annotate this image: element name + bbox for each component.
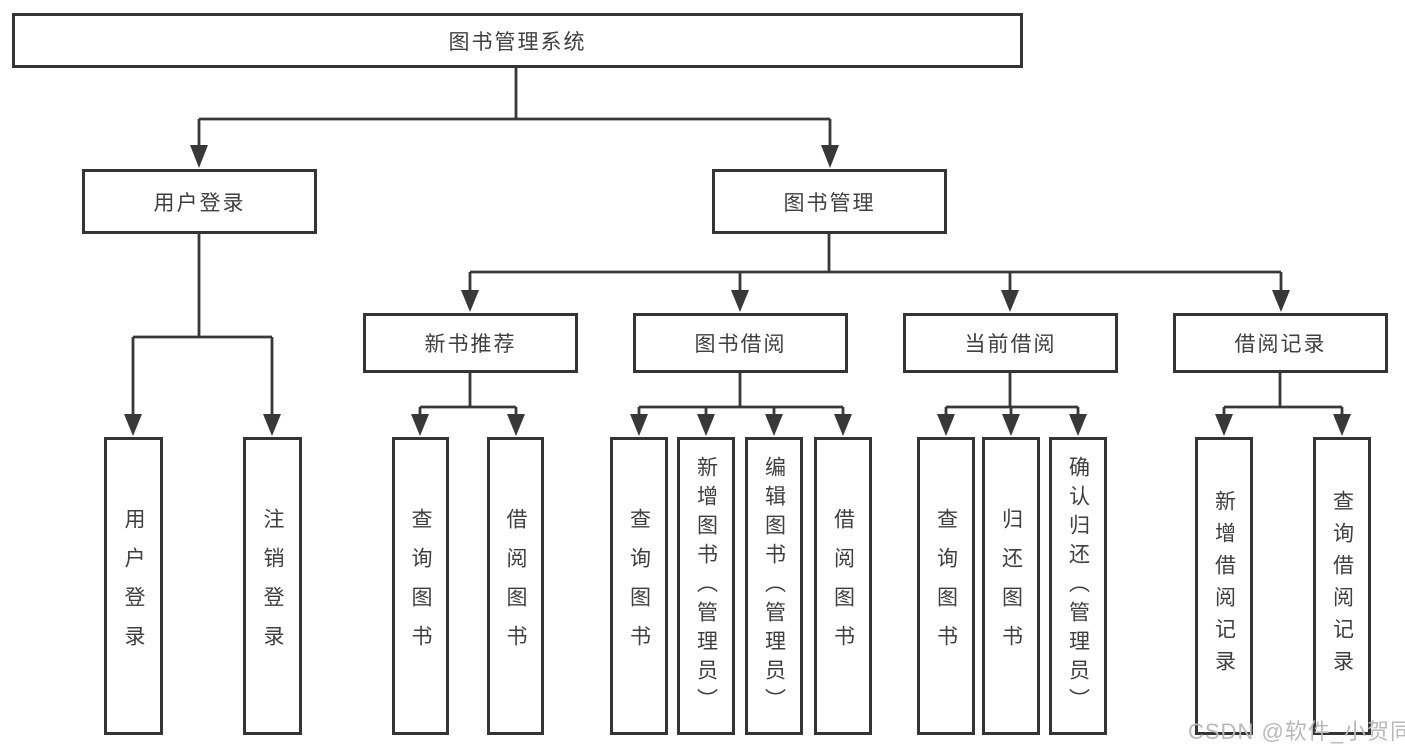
leaf-label: 新增借阅记录 (1212, 490, 1236, 682)
leaf-borrow-books-2: 借阅图书 (814, 437, 872, 735)
node-label: 用户登录 (153, 191, 246, 215)
leaf-label: 归还图书 (999, 508, 1023, 664)
connector-bookmgmt-to-categories (468, 234, 1283, 292)
node-book-management: 图书管理 (712, 169, 947, 234)
node-new-book-recommendation: 新书推荐 (363, 313, 578, 373)
arrow-icon (697, 414, 715, 436)
node-user-login: 用户登录 (82, 169, 317, 234)
leaf-label: 编辑图书（管理员） (762, 455, 786, 717)
leaf-label: 查询图书 (409, 508, 432, 664)
leaf-user-login: 用户登录 (104, 437, 163, 735)
node-book-borrowing: 图书借阅 (633, 313, 848, 373)
connector-borrow-branch (637, 372, 845, 418)
leaf-label: 查询图书 (934, 508, 958, 664)
arrow-icon (1272, 290, 1290, 312)
node-label: 借阅记录 (1234, 333, 1327, 356)
connector-root-to-level2 (197, 68, 832, 148)
connector-records-branch (1222, 372, 1344, 418)
leaf-query-books-3: 查询图书 (917, 437, 975, 735)
node-label: 图书借阅 (694, 333, 787, 356)
arrow-icon (630, 414, 648, 436)
leaf-add-books-admin: 新增图书（管理员） (677, 437, 735, 735)
leaf-edit-books-admin: 编辑图书（管理员） (745, 437, 803, 735)
arrow-icon (1001, 290, 1019, 312)
arrow-icon (411, 414, 429, 436)
node-label: 图书管理 (783, 191, 876, 215)
leaf-borrow-books: 借阅图书 (487, 437, 544, 735)
arrowheads (124, 145, 1351, 436)
arrow-icon (821, 145, 839, 168)
arrow-icon (765, 414, 783, 436)
leaf-query-borrow-record: 查询借阅记录 (1313, 437, 1371, 735)
arrow-icon (263, 414, 281, 436)
leaf-label: 注销登录 (261, 508, 284, 664)
node-current-borrowing: 当前借阅 (903, 313, 1118, 373)
node-library-management-system: 图书管理系统 (12, 13, 1023, 68)
leaf-return-books: 归还图书 (982, 437, 1040, 735)
watermark: CSDN @软件_小贺同学 (1188, 719, 1405, 744)
leaf-label: 查询图书 (627, 508, 651, 664)
connector-newbook-branch (418, 372, 518, 418)
arrow-icon (461, 290, 479, 312)
node-label: 当前借阅 (964, 333, 1057, 356)
connector-current-branch (944, 372, 1080, 418)
leaf-label: 用户登录 (122, 508, 145, 664)
node-label: 图书管理系统 (448, 30, 587, 54)
node-label: 新书推荐 (424, 333, 517, 356)
arrow-icon (1002, 414, 1020, 436)
arrow-icon (1333, 414, 1351, 436)
arrow-icon (507, 414, 525, 436)
leaf-query-books: 查询图书 (392, 437, 449, 735)
leaf-label: 借阅图书 (504, 508, 527, 664)
leaf-confirm-return-admin: 确认归还（管理员） (1049, 437, 1107, 735)
node-borrowing-records: 借阅记录 (1173, 313, 1388, 373)
leaf-label: 确认归还（管理员） (1066, 455, 1090, 717)
arrow-icon (834, 414, 852, 436)
arrow-icon (190, 145, 208, 168)
leaf-label: 查询借阅记录 (1330, 490, 1354, 682)
arrow-icon (937, 414, 955, 436)
arrow-icon (731, 290, 749, 312)
arrow-icon (124, 414, 142, 436)
arrow-icon (1215, 414, 1233, 436)
leaf-query-books-2: 查询图书 (610, 437, 668, 735)
arrow-icon (1069, 414, 1087, 436)
leaf-add-borrow-record: 新增借阅记录 (1195, 437, 1253, 735)
leaf-logout: 注销登录 (243, 437, 302, 735)
connector-userlogin-to-leaves (131, 234, 274, 418)
leaf-label: 新增图书（管理员） (694, 455, 718, 717)
leaf-label: 借阅图书 (831, 508, 855, 664)
